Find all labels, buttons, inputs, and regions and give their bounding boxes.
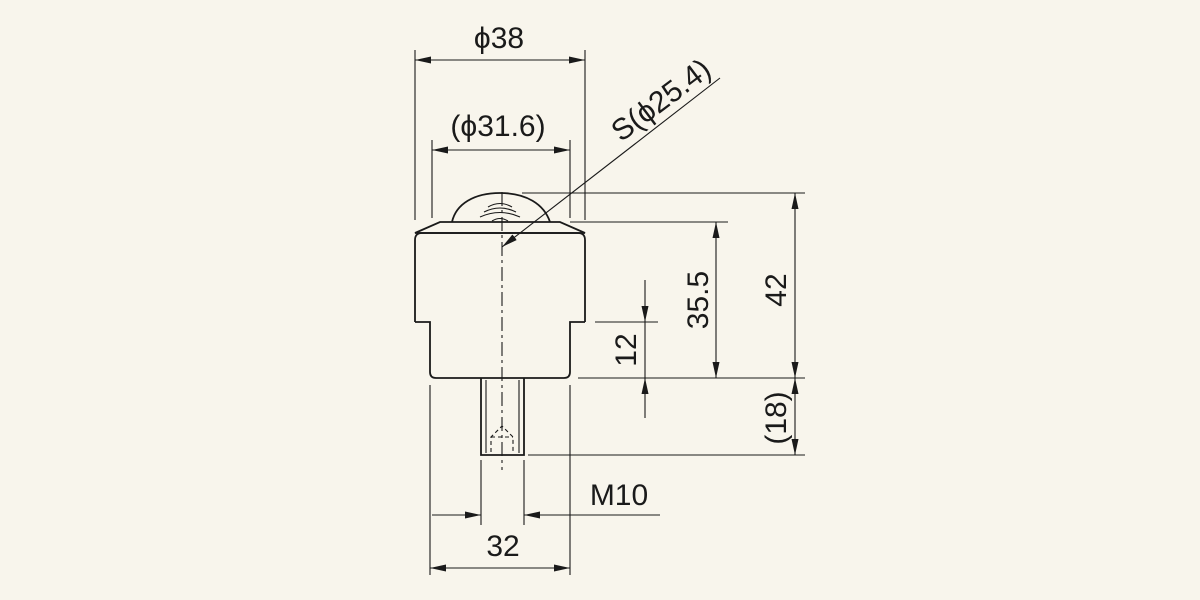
- top-lip: [414, 221, 586, 234]
- thread-lines: [485, 380, 520, 453]
- label-step-height: 12: [610, 333, 643, 366]
- extension-lines: [414, 50, 805, 575]
- body-step: [415, 321, 585, 330]
- dim-line-ball-diameter: [501, 77, 721, 248]
- part-outline: [414, 192, 586, 456]
- lower-body: [429, 330, 571, 379]
- ball-texture: [479, 202, 521, 222]
- label-stud-length: (18): [760, 391, 793, 444]
- ball-dome: [451, 192, 551, 223]
- upper-body: [414, 232, 586, 322]
- label-base-width: 32: [486, 530, 519, 563]
- label-total-height: 42: [760, 273, 793, 306]
- label-thread: M10: [590, 479, 648, 512]
- label-outer-diameter: ϕ38: [474, 22, 524, 55]
- label-inner-diameter: (ϕ31.6): [450, 110, 545, 143]
- label-ball-diameter: S(ϕ25.4): [605, 53, 717, 149]
- dimension-lines: [415, 56, 799, 572]
- label-body-height: 35.5: [682, 271, 715, 329]
